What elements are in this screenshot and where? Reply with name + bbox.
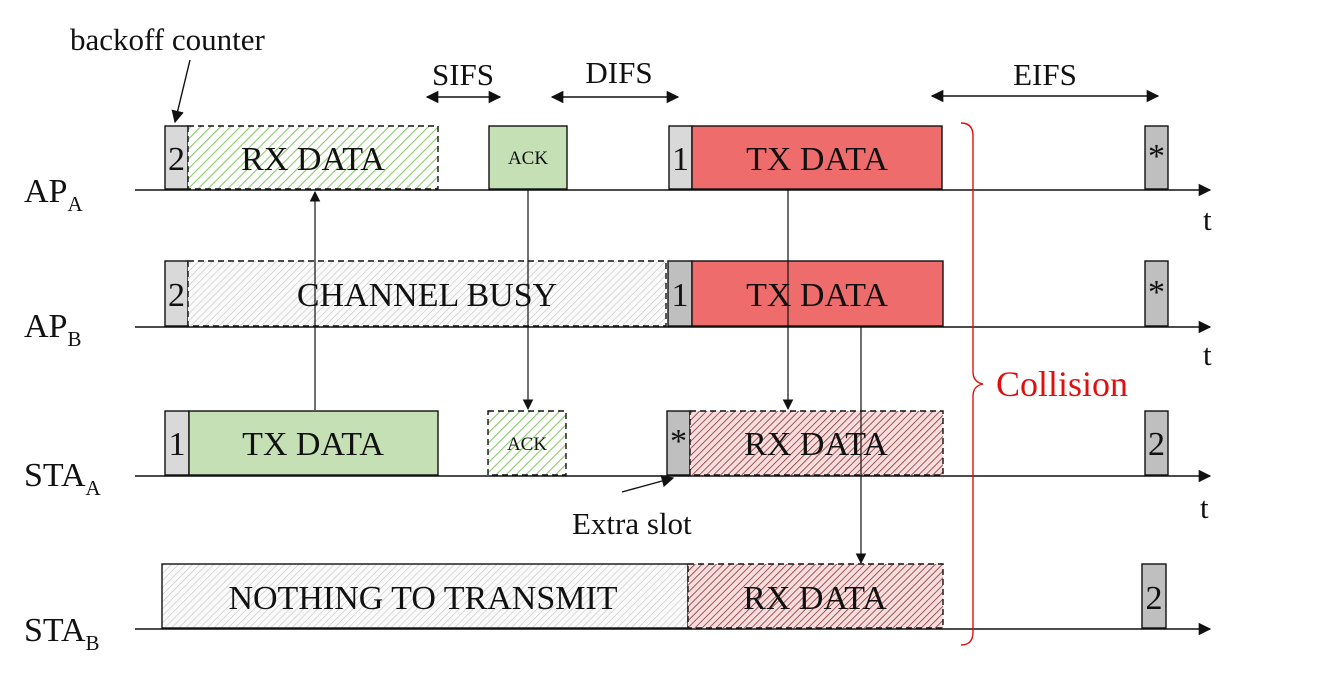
ap-a-label: APA bbox=[24, 173, 83, 216]
sta-b-nothing-block bbox=[161, 563, 689, 629]
sta-b-label: STAB bbox=[24, 612, 100, 655]
sta-a-rx-data-block bbox=[689, 410, 944, 476]
sta-b-end-slot bbox=[1141, 563, 1167, 629]
sta-a-end-slot bbox=[1144, 410, 1169, 476]
ap-b-label: APB bbox=[24, 308, 81, 351]
top-annotations: backoff counter SIFS DIFS EIFS bbox=[70, 22, 1160, 124]
ap-b-end-mark: * bbox=[1148, 274, 1165, 311]
row-ap-b: APB t 2 CHANNEL BUSY 1 TX DATA * bbox=[24, 260, 1212, 372]
difs-label: DIFS bbox=[585, 55, 652, 90]
sta-a-tx-data-block bbox=[188, 410, 439, 476]
ap-a-rx-data-text: RX DATA bbox=[241, 141, 385, 178]
extra-slot-arrow bbox=[621, 474, 675, 493]
row-sta-a: STAA t 1 TX DATA ACK * RX DATA 2 Extra s… bbox=[24, 410, 1212, 541]
collision-label: Collision bbox=[996, 364, 1128, 404]
sta-a-backoff-slot bbox=[164, 410, 190, 476]
sta-b-end-mark: 2 bbox=[1146, 580, 1163, 617]
ap-a-end-mark: * bbox=[1148, 138, 1165, 175]
sta-a-ack-text: ACK bbox=[507, 434, 547, 455]
sta-a-time-label: t bbox=[1200, 490, 1209, 525]
ap-b-tx-data-block bbox=[691, 260, 944, 327]
collision-annotation: Collision bbox=[960, 122, 1128, 646]
ap-b-backoff-slot-2 bbox=[667, 260, 693, 327]
ap-a-ack-block bbox=[488, 125, 568, 190]
ap-b-tx-data-text: TX DATA bbox=[746, 277, 888, 314]
ap-a-ack-text: ACK bbox=[508, 148, 548, 169]
ap-a-rx-data-block bbox=[187, 125, 439, 190]
ap-a-backoff-value: 2 bbox=[168, 141, 185, 178]
ap-b-backoff-value-2: 1 bbox=[672, 277, 689, 314]
ap-a-tx-data-text: TX DATA bbox=[746, 141, 888, 178]
ap-b-backoff-value: 2 bbox=[168, 277, 185, 314]
ap-b-end-slot bbox=[1144, 260, 1169, 327]
sta-b-rx-data-block bbox=[687, 563, 944, 629]
sta-b-rx-data-text: RX DATA bbox=[743, 580, 887, 617]
collision-brace bbox=[960, 122, 984, 646]
ap-b-time-label: t bbox=[1203, 337, 1212, 372]
sta-a-rx-data-text: RX DATA bbox=[744, 426, 888, 463]
ap-b-channel-busy-text: CHANNEL BUSY bbox=[297, 277, 557, 314]
ap-b-channel-busy-block bbox=[187, 260, 667, 327]
extra-slot-label: Extra slot bbox=[572, 506, 692, 541]
row-ap-a: APA t 2 RX DATA ACK 1 TX DATA * bbox=[24, 125, 1212, 237]
ap-a-tx-data-block bbox=[691, 125, 943, 190]
sta-a-tx-data-text: TX DATA bbox=[242, 426, 384, 463]
backoff-counter-label: backoff counter bbox=[70, 22, 265, 57]
sta-b-nothing-text: NOTHING TO TRANSMIT bbox=[228, 580, 617, 617]
ap-a-end-slot bbox=[1144, 125, 1169, 190]
sta-a-extra-mark: * bbox=[670, 423, 687, 460]
sta-a-end-mark: 2 bbox=[1148, 426, 1165, 463]
sta-a-backoff-value: 1 bbox=[169, 426, 186, 463]
sta-a-label: STAA bbox=[24, 457, 102, 500]
ap-a-time-label: t bbox=[1203, 202, 1212, 237]
ap-a-backoff-value-2: 1 bbox=[672, 141, 689, 178]
backoff-counter-arrow bbox=[171, 59, 191, 124]
eifs-label: EIFS bbox=[1013, 57, 1077, 92]
sta-a-ack-block bbox=[487, 410, 567, 476]
sifs-label: SIFS bbox=[432, 57, 494, 92]
transmission-arrows bbox=[309, 190, 867, 565]
row-sta-b: STAB NOTHING TO TRANSMIT RX DATA 2 bbox=[24, 563, 1212, 655]
